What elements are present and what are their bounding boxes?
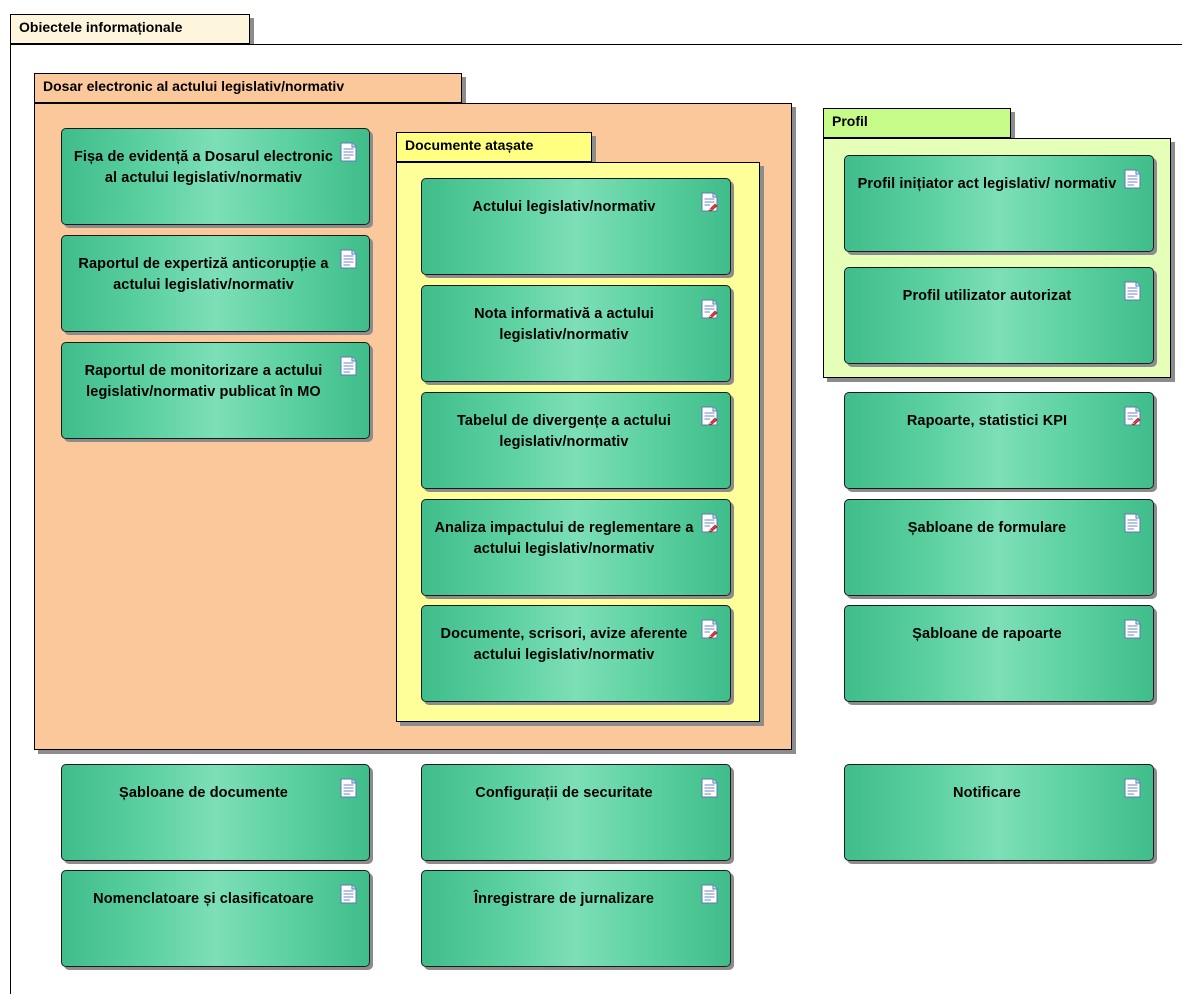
package-title: Dosar electronic al actului legislativ/n… bbox=[43, 78, 345, 94]
class-sabloane-rapoarte[interactable]: Șabloane de rapoarte bbox=[844, 605, 1154, 702]
document-icon bbox=[340, 884, 357, 904]
class-raport-expertiza[interactable]: Raportul de expertiză anticorupție a act… bbox=[61, 235, 370, 332]
class-label: Șabloane de formulare bbox=[907, 520, 1067, 536]
class-inregistrare-jurnalizare[interactable]: Înregistrare de jurnalizare bbox=[421, 870, 731, 967]
document-icon bbox=[1124, 619, 1141, 639]
package-tab-dosar[interactable]: Dosar electronic al actului legislativ/n… bbox=[34, 73, 462, 103]
document-icon bbox=[340, 356, 357, 376]
class-label: Șabloane de rapoarte bbox=[912, 626, 1062, 642]
class-sabloane-formulare[interactable]: Șabloane de formulare bbox=[844, 499, 1154, 596]
class-profil-utilizator[interactable]: Profil utilizator autorizat bbox=[844, 267, 1154, 364]
class-nomenclatoare[interactable]: Nomenclatoare și clasificatoare bbox=[61, 870, 370, 967]
class-documente-scrisori[interactable]: Documente, scrisori, avize aferente actu… bbox=[421, 605, 731, 702]
class-label: Notificare bbox=[953, 785, 1021, 801]
document-edit-icon bbox=[701, 619, 718, 639]
class-label: Tabelul de divergențe a actului legislat… bbox=[457, 413, 671, 450]
document-icon bbox=[1124, 513, 1141, 533]
class-nota-informativa[interactable]: Nota informativă a actului legislativ/no… bbox=[421, 285, 731, 382]
class-tabelul-divergente[interactable]: Tabelul de divergențe a actului legislat… bbox=[421, 392, 731, 489]
document-icon bbox=[1124, 281, 1141, 301]
document-icon bbox=[340, 142, 357, 162]
class-notificare[interactable]: Notificare bbox=[844, 764, 1154, 861]
document-edit-icon bbox=[701, 192, 718, 212]
package-tab-obiectele[interactable]: Obiectele informaționale bbox=[10, 14, 250, 44]
package-tab-profil[interactable]: Profil bbox=[823, 108, 1011, 138]
class-label: Analiza impactului de reglementare a act… bbox=[434, 520, 694, 557]
document-icon bbox=[340, 249, 357, 269]
class-analiza-impactului[interactable]: Analiza impactului de reglementare a act… bbox=[421, 499, 731, 596]
class-label: Înregistrare de jurnalizare bbox=[474, 891, 654, 907]
package-title: Profil bbox=[832, 113, 868, 129]
document-icon bbox=[1124, 169, 1141, 189]
class-label: Nomenclatoare și clasificatoare bbox=[93, 891, 314, 907]
document-icon bbox=[340, 778, 357, 798]
class-profil-initiator[interactable]: Profil inițiator act legislativ/ normati… bbox=[844, 155, 1154, 252]
document-edit-icon bbox=[1124, 406, 1141, 426]
package-title: Obiectele informaționale bbox=[19, 19, 183, 35]
document-edit-icon bbox=[701, 299, 718, 319]
class-label: Rapoarte, statistici KPI bbox=[906, 413, 1068, 429]
class-label: Profil inițiator act legislativ/ normati… bbox=[857, 176, 1117, 192]
class-label: Raportul de expertiză anticorupție a act… bbox=[78, 256, 329, 293]
class-label: Configurații de securitate bbox=[475, 785, 653, 801]
class-label: Documente, scrisori, avize aferente actu… bbox=[440, 626, 688, 663]
document-icon bbox=[1124, 778, 1141, 798]
document-icon bbox=[701, 778, 718, 798]
document-icon bbox=[701, 884, 718, 904]
class-label: Nota informativă a actului legislativ/no… bbox=[474, 306, 654, 343]
class-sabloane-documente[interactable]: Șabloane de documente bbox=[61, 764, 370, 861]
document-edit-icon bbox=[701, 513, 718, 533]
class-label: Fișa de evidență a Dosarul electronic al… bbox=[73, 149, 334, 186]
class-label: Raportul de monitorizare a actului legis… bbox=[84, 363, 323, 400]
class-label: Șabloane de documente bbox=[119, 785, 288, 801]
class-label: Actului legislativ/normativ bbox=[472, 199, 656, 215]
class-label: Profil utilizator autorizat bbox=[902, 288, 1072, 304]
document-edit-icon bbox=[701, 406, 718, 426]
class-raport-monitorizare[interactable]: Raportul de monitorizare a actului legis… bbox=[61, 342, 370, 439]
class-rapoarte-kpi[interactable]: Rapoarte, statistici KPI bbox=[844, 392, 1154, 489]
class-configuratii-securitate[interactable]: Configurații de securitate bbox=[421, 764, 731, 861]
class-fisa-de-evidenta[interactable]: Fișa de evidență a Dosarul electronic al… bbox=[61, 128, 370, 225]
package-tab-documente[interactable]: Documente atașate bbox=[396, 132, 592, 162]
class-actului[interactable]: Actului legislativ/normativ bbox=[421, 178, 731, 275]
package-title: Documente atașate bbox=[405, 137, 534, 153]
